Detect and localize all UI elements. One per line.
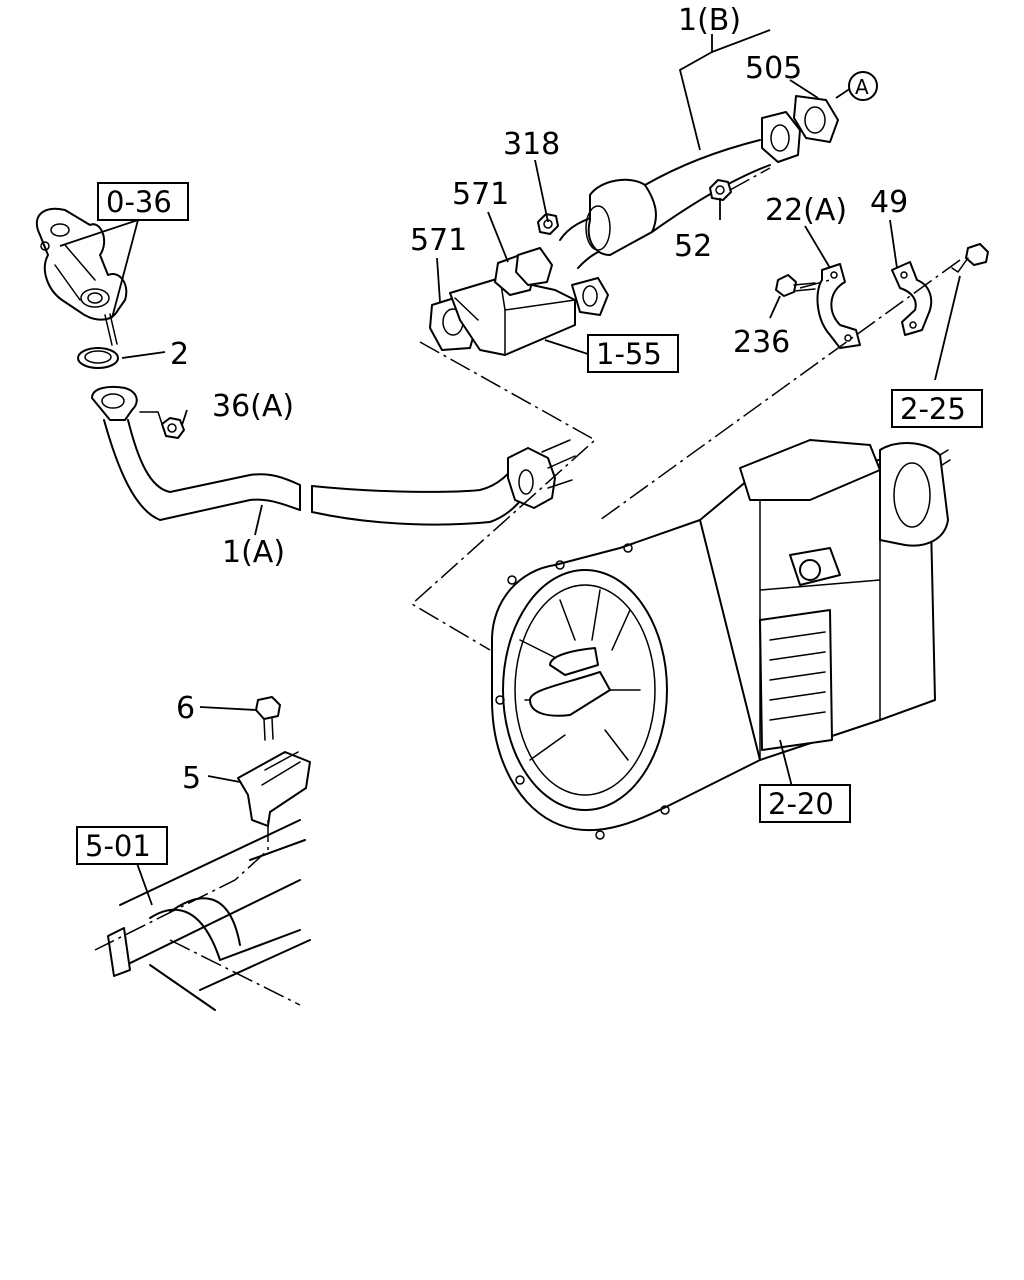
ref-box-5-01[interactable]: 5-01 [76,826,168,865]
callout-36a: 36(A) [212,389,294,424]
ref-1-55-label: 1-55 [596,337,662,371]
ref-box-0-36[interactable]: 0-36 [97,182,189,221]
ref-box-1-55[interactable]: 1-55 [587,334,679,373]
rear-exhaust-pipe [559,111,801,269]
centerline-236 [799,279,831,289]
callout-1a: 1(A) [222,535,285,570]
callout-a-marker: A [848,71,878,101]
callout-505: 505 [745,51,802,86]
clamp-49 [891,261,933,336]
ref-box-2-25[interactable]: 2-25 [891,389,983,428]
callout-5: 5 [182,761,201,796]
gasket-ring [77,347,119,369]
nut-318 [537,213,559,235]
ref-5-01-label: 5-01 [85,829,151,863]
callout-22a: 22(A) [765,193,847,228]
bracket-5 [237,751,311,827]
centerline-bracket [94,820,269,951]
gasket-505 [793,95,839,143]
bolt-236 [775,274,816,297]
centerline-52 [729,167,771,191]
transmission [491,439,951,840]
leader-lines [59,29,961,906]
exhaust-manifold [35,207,128,346]
callout-2: 2 [170,337,189,372]
bolt-6 [255,696,281,741]
callout-1b: 1(B) [678,3,741,38]
ref-2-20-label: 2-20 [768,787,834,821]
centerline-manifold-pipe [410,341,597,651]
front-exhaust-pipe [91,385,576,526]
centerline-clamp-transmission [599,259,961,521]
centerline-frame [169,939,301,1006]
callout-571-upper: 571 [452,177,509,212]
callout-52: 52 [674,229,712,264]
ref-2-25-label: 2-25 [900,392,966,426]
callout-6: 6 [176,691,195,726]
callout-a-letter: A [855,75,869,99]
ref-box-2-20[interactable]: 2-20 [759,784,851,823]
clamp-22a [816,263,861,349]
nut-52 [709,179,732,201]
callout-318: 318 [503,127,560,162]
ref-0-36-label: 0-36 [106,185,172,219]
callout-571-lower: 571 [410,223,467,258]
callout-236: 236 [733,325,790,360]
catalytic-converter [429,247,609,356]
callout-49: 49 [870,185,908,220]
bolt-2-25 [951,243,989,273]
nut-36a [139,411,185,439]
